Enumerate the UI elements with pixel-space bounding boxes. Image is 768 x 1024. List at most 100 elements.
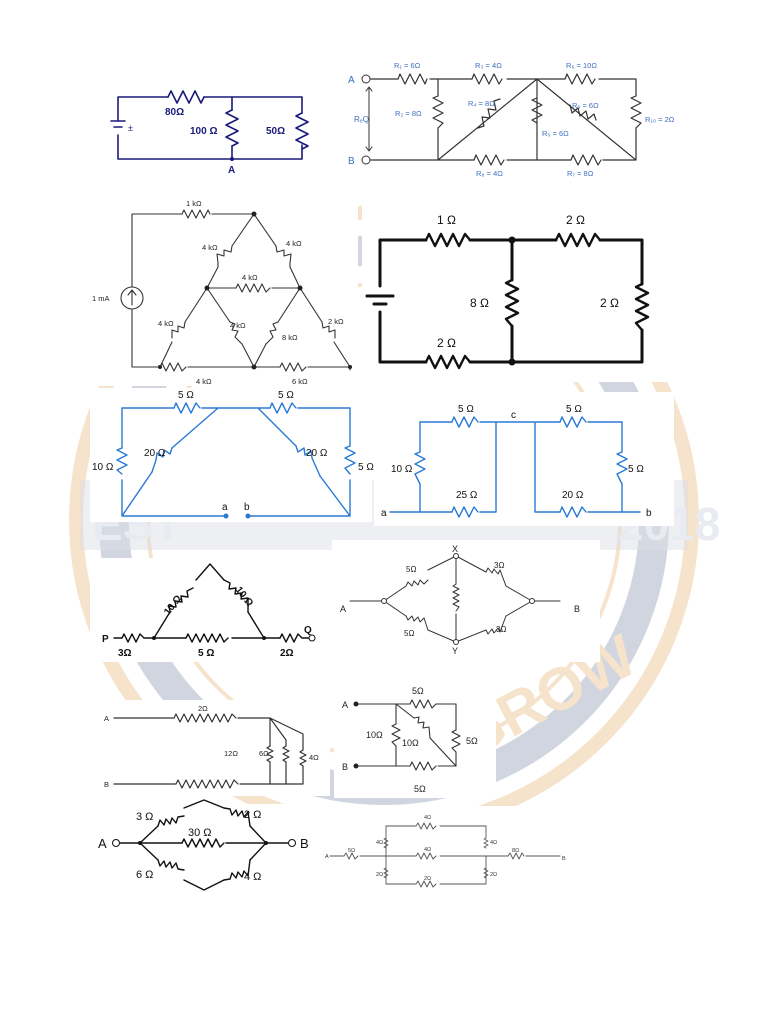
node-b: B [348,156,355,167]
node-b: B [300,836,309,851]
label-bottom: 2 Ω [437,336,456,350]
label-p: 3Ω [118,648,132,659]
label-ur: 4Ω [490,840,497,846]
label-top: 1 kΩ [186,199,202,208]
label-r4: R₄ = 8Ω [468,99,495,108]
circuit-7: 10 Ω 10 Ω 5 Ω 3Ω 2Ω P Q [90,558,318,662]
label-right: 2 Ω [600,296,619,310]
label-h: 4 kΩ [242,273,258,282]
circuit-9: A B 2Ω 12Ω 6Ω 4Ω [100,700,330,796]
node-a: A [325,854,329,860]
node-a: A [342,700,348,710]
label-ul: 5Ω [406,565,416,574]
label-6: 6Ω [259,749,269,758]
label-left: 10 Ω [391,464,413,475]
label-top-left: 5 Ω [178,390,194,401]
node-y: Y [452,646,458,656]
label-r6: R₆ = 10Ω [566,61,597,70]
circuit-8: 5Ω 3Ω 5Ω 3Ω X Y A B [332,540,600,662]
label-br: 6 kΩ [292,377,308,386]
label-in: 5Ω [348,848,355,854]
node-c: c [511,410,516,421]
label-right: 5Ω [466,736,478,746]
label-top: 2Ω [198,704,208,713]
label-far: 2 kΩ [328,317,344,326]
label-mid: 8 Ω [470,296,489,310]
node-p: P [102,634,109,645]
label-ll: 2Ω [376,872,383,878]
node-a: a [381,508,387,519]
resistor-100 [225,109,239,147]
label-right: 5 Ω [358,462,374,473]
label-lr: 8 kΩ [282,333,298,342]
label-ur: 4 kΩ [286,239,302,248]
label-ul: 4 kΩ [202,243,218,252]
label-req: RₑQ [354,115,369,124]
node-a: A [104,714,109,723]
node-a: A [340,604,346,614]
label-top-right: 2 Ω [566,213,585,227]
label-ur: 3Ω [494,561,504,570]
circuit-5: 5 Ω 5 Ω 10 Ω 20 Ω 20 Ω 5 Ω a b [90,388,374,522]
label-bottom-right: 20 Ω [562,490,584,501]
label-r7: R₇ = 8Ω [567,169,594,178]
circuit-2: A B RₑQ R₁ = 6Ω R₃ = 4Ω R₆ = 10Ω R₂ = 8Ω… [342,54,694,180]
label-left: 10 Ω [92,462,114,473]
circuit-1: ± 80Ω 100 Ω 50Ω A [104,82,326,178]
node-a: A [228,165,235,176]
circuit-6: 5 Ω 5 Ω 10 Ω 25 Ω 20 Ω 5 Ω c a b [374,392,674,526]
node-b: B [562,856,566,862]
label-diag-right: 20 Ω [306,448,328,459]
label-12: 12Ω [224,749,238,758]
label-ll: 4 kΩ [158,319,174,328]
label-top: 4Ω [424,815,431,821]
label-ll: 6 Ω [136,869,153,881]
label-4: 4Ω [309,753,319,762]
label-top-right: 5 Ω [566,404,582,415]
label-r8: R₈ = 4Ω [476,169,503,178]
label-r2: R₂ = 8Ω [395,109,422,118]
label-lr: 2Ω [490,872,497,878]
label-r9: R₉ = 6Ω [572,101,599,110]
label-mid: 4Ω [424,847,431,853]
label-diag: 10Ω [402,738,419,748]
resistor-50 [295,112,309,150]
battery-symbol [110,120,126,128]
node-a: A [348,75,355,86]
label-lr: 3Ω [496,625,506,634]
label-top: 5Ω [412,686,424,696]
label-bl: 4 kΩ [196,377,212,386]
label-source: 1 mA [92,294,110,303]
label-ul: 3 Ω [136,811,153,823]
label-bottom: 2Ω [424,876,431,882]
circuit-12: A B 5Ω 8Ω 4Ω 4Ω 4Ω 4Ω 2Ω 2Ω 2Ω [322,806,572,898]
label-top-left: 1 Ω [437,213,456,227]
node-b: b [244,502,250,513]
label-ur: 2 Ω [244,809,261,821]
label-r5: R₅ = 6Ω [542,129,569,138]
label-base: 5 Ω [198,648,214,659]
label-top-right: 5 Ω [278,390,294,401]
label-100: 100 Ω [190,126,217,137]
label-ll: 5Ω [404,629,414,638]
label-ul: 4Ω [376,840,383,846]
label-diag-left: 20 Ω [144,448,166,459]
label-r3: R₃ = 4Ω [475,61,502,70]
node-b: B [574,604,580,614]
label-mid: 30 Ω [188,827,212,839]
node-b: B [104,780,109,789]
label-out: 8Ω [512,848,519,854]
label-lm: 4 kΩ [230,321,246,330]
circuit-3: 1 kΩ 4 kΩ 4 kΩ 4 kΩ 4 kΩ 4 kΩ 8 kΩ 2 kΩ … [92,196,358,386]
node-q: Q [304,625,312,636]
label-left: 10Ω [366,730,383,740]
label-lr: 4 Ω [244,871,261,883]
node-a: A [98,836,107,851]
resistor-80 [167,90,205,104]
label-r10: R₁₀ = 2Ω [645,115,675,124]
label-q: 2Ω [280,648,294,659]
label-bottom: 5Ω [414,784,426,794]
label-80: 80Ω [165,107,184,118]
label-right: 5 Ω [628,464,644,475]
